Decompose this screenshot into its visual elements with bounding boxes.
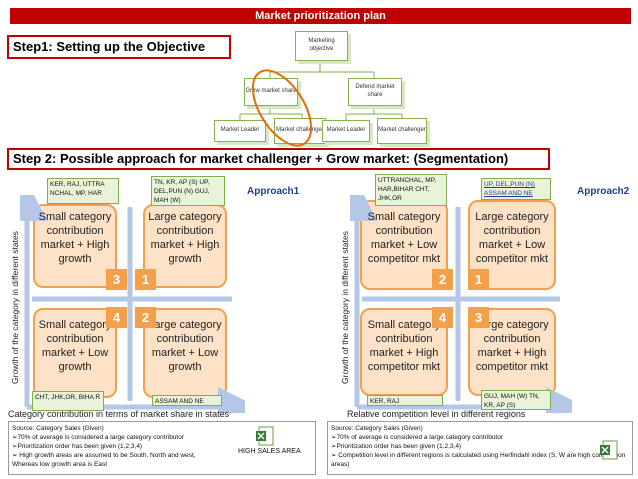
approach2-source-line: ➢70% of average is considered a large ca… bbox=[331, 434, 504, 441]
approach1-q4-text: Small category contribution market + Low… bbox=[38, 319, 112, 373]
approach2-q2-number: 2 bbox=[432, 269, 453, 290]
approach1-q3-text: Small category contribution market + Hig… bbox=[38, 211, 112, 265]
approach1-q4-states: CHT, JHK,OR, BIHA R bbox=[32, 391, 104, 411]
step2-title: Step 2: Possible approach for market cha… bbox=[7, 148, 550, 170]
approach1-q2-states: ASSAM AND NE bbox=[152, 395, 222, 406]
approach2-q4-number: 4 bbox=[432, 307, 453, 328]
approach2-x-axis-label: Relative competition level in different … bbox=[347, 409, 526, 419]
approach2-q4-text: Small category contribution market + Hig… bbox=[367, 319, 441, 373]
approach2-source-line: ➢ Competition level in different regions… bbox=[331, 452, 626, 468]
approach2-source-line: Source: Category Sales (Given) bbox=[331, 425, 423, 432]
approach1-q1-number: 1 bbox=[135, 269, 156, 290]
tree-node-market-leader-1: Market Leader bbox=[214, 120, 266, 142]
approach2-q3-text: Large category contribution market + Hig… bbox=[475, 319, 549, 373]
approach1-q2-text: Large category contribution market + Low… bbox=[148, 319, 222, 373]
approach1-y-axis-label: Growth of the category in different stat… bbox=[10, 231, 20, 384]
step1-title: Step1: Setting up the Objective bbox=[7, 35, 231, 59]
page-title: Market prioritization plan bbox=[10, 8, 631, 24]
approach1-x-axis-label: Category contribution in terms of market… bbox=[8, 409, 230, 419]
approach2-source-box: Source: Category Sales (Given) ➢70% of a… bbox=[327, 421, 633, 475]
approach1-source-line: ➢Prioritization order has been given (1,… bbox=[12, 443, 143, 450]
approach1-q3-states: KER, RAJ, UTTRA NCHAL, MP, HAR bbox=[47, 178, 119, 204]
approach1-source-line: ➢70% of average is considered a large ca… bbox=[12, 434, 185, 441]
approach1-q3-number: 3 bbox=[106, 269, 127, 290]
approach1-q1-states: TN, KR, AP (S) UP, DEL,PUN (N) GUJ, MAH … bbox=[151, 176, 225, 206]
approach1-q2-number: 2 bbox=[135, 307, 156, 328]
approach2-source-line: ➢Prioritization order has been given (1,… bbox=[331, 443, 462, 450]
approach2-q1-states: UP, DEL,PUN (N) ASSAM AND NE bbox=[481, 178, 551, 200]
highlight-ellipse bbox=[251, 69, 313, 147]
approach1-q1-text: Large category contribution market + Hig… bbox=[148, 211, 222, 265]
approach1-quadrant-top-right bbox=[143, 204, 227, 288]
approach2-q3-states: GUJ, MAH (W) TN, KR, AP (S) bbox=[481, 390, 551, 410]
approach2-q3-number: 3 bbox=[468, 307, 489, 328]
approach1-source-line: ➢ High growth areas are assumed to be So… bbox=[12, 452, 196, 468]
tree-connectors bbox=[239, 60, 403, 120]
spreadsheet-icon[interactable] bbox=[600, 440, 618, 460]
approach2-y-axis-label: Growth of the category in different stat… bbox=[340, 231, 350, 384]
approach1-q4-number: 4 bbox=[106, 307, 127, 328]
approach2-q1-text: Large category contribution market + Low… bbox=[475, 211, 549, 265]
approach2-q1-number: 1 bbox=[468, 269, 489, 290]
approach2-q2-text: Small category contribution market + Low… bbox=[367, 211, 441, 265]
approach2-q4-states: KER, RAJ bbox=[367, 395, 443, 406]
tree-node-market-challenger-2: Market challenger bbox=[377, 118, 427, 144]
approach1-label: Approach1 bbox=[247, 186, 300, 197]
approach2-label: Approach2 bbox=[577, 186, 630, 197]
attachment-label[interactable]: HIGH SALES AREA bbox=[238, 448, 301, 455]
tree-node-market-leader-2: Market Leader bbox=[322, 120, 370, 142]
tree-node-defend-market-share: Defend market share bbox=[348, 78, 402, 106]
approach2-q2-states: UTTRANCHAL, MP, HAR,BIHAR CHT, JHK,OR bbox=[375, 174, 447, 206]
approach1-quadrant-top-left bbox=[33, 204, 117, 288]
approach1-source-line: Source: Category Sales (Given) bbox=[12, 425, 104, 432]
spreadsheet-icon[interactable] bbox=[256, 426, 274, 446]
approach1-quadrant-bottom-left bbox=[33, 308, 117, 398]
tree-node-marketing-objective: Marketing objective bbox=[295, 31, 348, 61]
